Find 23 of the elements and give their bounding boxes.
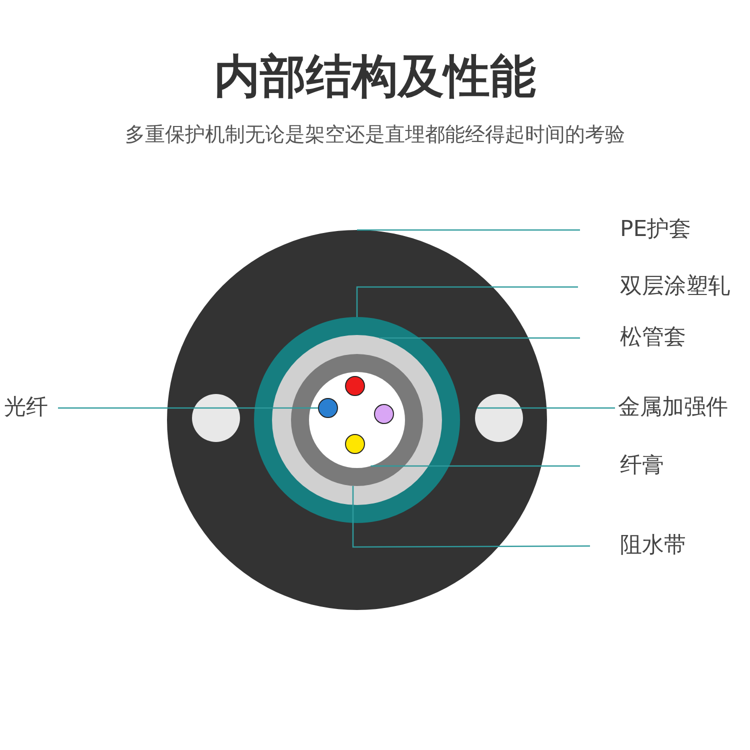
part-label: 松管套 xyxy=(620,323,686,353)
strength-member xyxy=(192,394,240,442)
leader-line xyxy=(352,486,590,548)
fiber xyxy=(345,434,365,454)
fiber xyxy=(345,376,365,396)
subtitle: 多重保护机制无论是架空还是直埋都能经得起时间的考验 xyxy=(124,121,626,148)
leader-line xyxy=(58,407,318,409)
part-label: 光纤 xyxy=(4,393,48,423)
part-label: 纤膏 xyxy=(620,451,664,481)
title: 内部结构及性能 xyxy=(213,48,537,104)
part-label: 阻水带 xyxy=(620,531,686,561)
leader-line xyxy=(356,286,578,317)
leader-line xyxy=(477,407,615,409)
leader-line xyxy=(357,229,580,231)
gel-core xyxy=(309,372,405,468)
part-label: 双层涂塑轧 xyxy=(620,272,730,302)
leader-line xyxy=(370,465,580,467)
fiber xyxy=(374,404,394,424)
part-label: PE护套 xyxy=(620,215,692,245)
leader-line xyxy=(379,337,580,339)
part-label: 金属加强件 xyxy=(618,393,728,423)
strength-member xyxy=(475,394,523,442)
fiber xyxy=(318,398,338,418)
